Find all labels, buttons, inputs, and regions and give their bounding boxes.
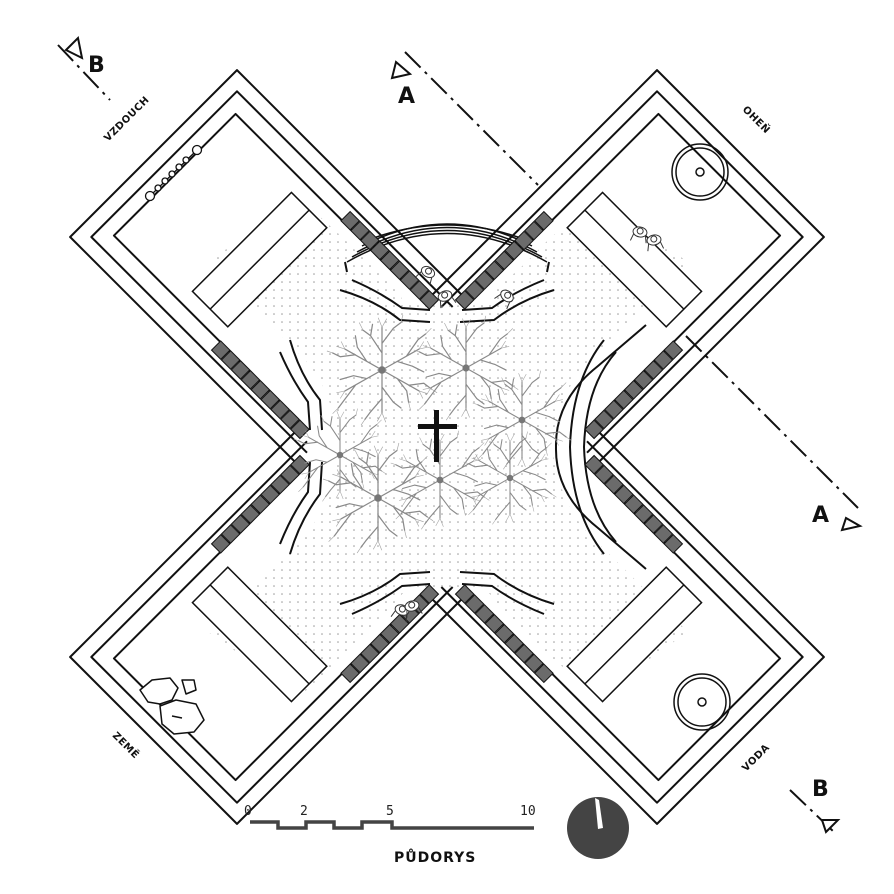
arm-label-zeme: ZEMĚ <box>110 729 142 761</box>
inner-curved-walls <box>279 279 647 615</box>
north-arrow-icon <box>567 797 629 859</box>
arm-walls <box>69 69 825 825</box>
section-arrow-b-bottom-icon <box>820 819 841 834</box>
paved-area <box>208 198 688 696</box>
scale-label-10: 10 <box>520 804 536 819</box>
arm-label-ohen: OHEŇ <box>740 103 773 136</box>
scale-label-0: 0 <box>244 804 252 819</box>
scale-bar: 0 2 5 10 <box>244 804 536 830</box>
fire-bowl-icon <box>671 143 729 201</box>
scale-label-2: 2 <box>300 804 308 819</box>
stones-icon <box>139 677 205 735</box>
section-label-b-bottom: B <box>812 777 829 802</box>
chain-of-circles-icon <box>144 144 203 202</box>
end-steps <box>191 191 703 703</box>
section-label-a-top: A <box>398 84 415 109</box>
section-arrow-b-top-icon <box>64 35 84 60</box>
drawing-title: PŮDORYS <box>394 848 476 866</box>
section-markers <box>64 35 863 834</box>
section-arrow-a-bottom-icon <box>840 516 863 532</box>
section-label-a-bottom: A <box>812 503 829 528</box>
fountain-bowl-icon <box>673 673 731 731</box>
section-arrow-a-top-icon <box>390 60 413 80</box>
arm-label-voda: VODA <box>740 742 772 774</box>
bench-strips <box>210 210 684 684</box>
arm-label-vzduch: VZDOUCH <box>102 95 152 145</box>
section-label-b-top: B <box>88 53 105 78</box>
cross-icon <box>418 410 457 462</box>
scale-label-5: 5 <box>386 804 394 819</box>
